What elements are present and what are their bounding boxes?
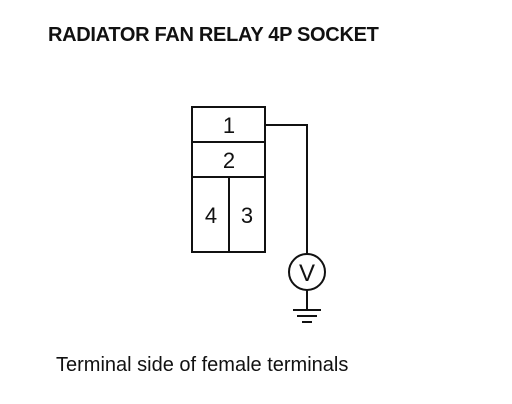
page-title: RADIATOR FAN RELAY 4P SOCKET (48, 24, 379, 46)
terminal-3-label: 3 (241, 203, 253, 228)
diagram-caption: Terminal side of female terminals (56, 354, 349, 376)
voltmeter-icon: V (288, 253, 326, 291)
ground-icon (293, 290, 321, 323)
terminal-2-label: 2 (223, 148, 235, 173)
terminal-1-label: 1 (223, 113, 235, 138)
probe-wire (265, 124, 308, 255)
connector-outline (191, 106, 266, 253)
terminal-4-label: 4 (205, 203, 217, 228)
voltmeter-symbol: V (299, 260, 315, 287)
